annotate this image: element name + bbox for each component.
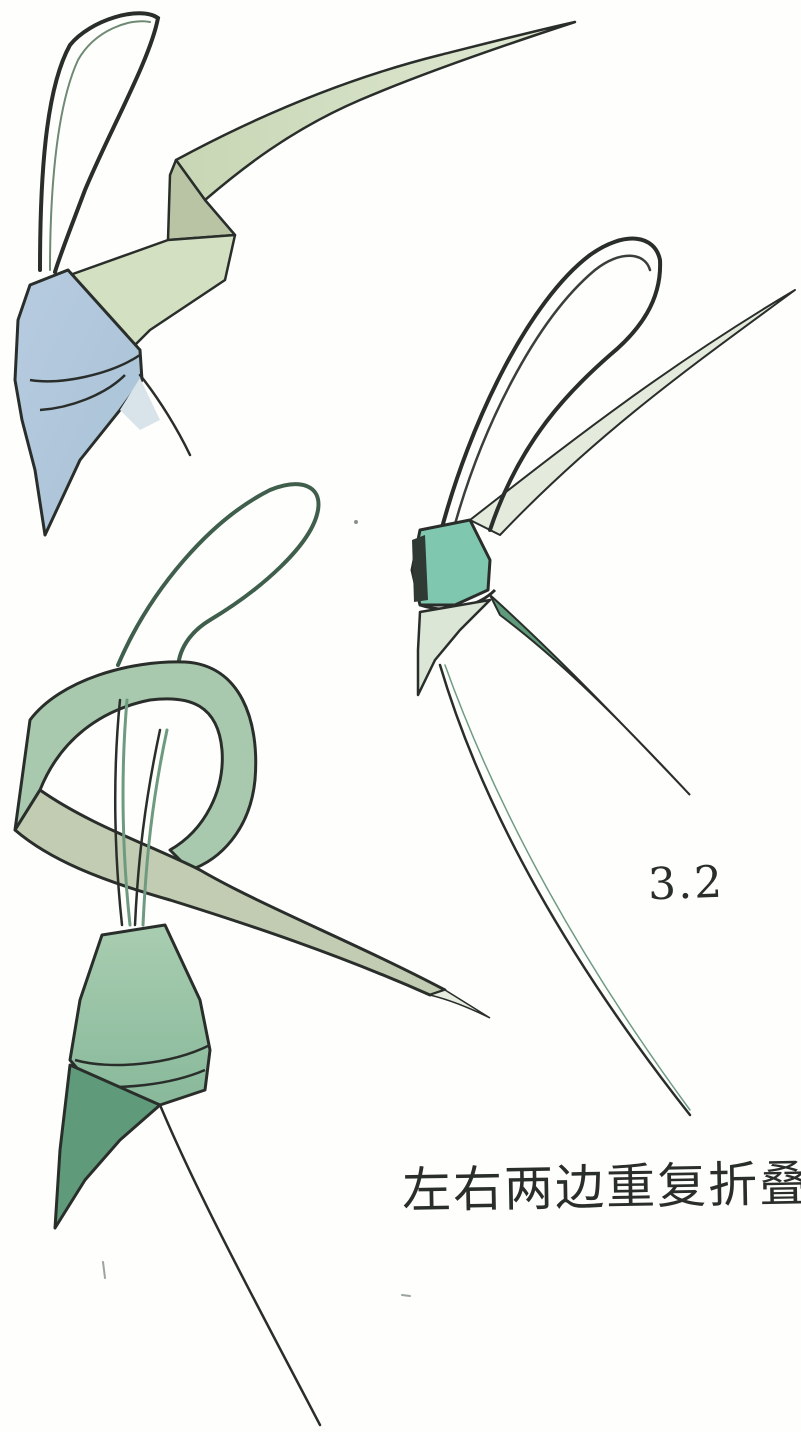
stem-loop bbox=[118, 484, 318, 670]
stem-loop-inner bbox=[452, 256, 650, 535]
leaf-strip-long bbox=[176, 22, 575, 200]
step-number-label: 3.2 bbox=[647, 857, 725, 911]
stray-mark bbox=[402, 1295, 410, 1296]
figure-step-top-left bbox=[15, 13, 575, 535]
leaf-tail-wing bbox=[490, 595, 690, 795]
stem-left bbox=[115, 700, 122, 925]
stray-mark bbox=[103, 1262, 105, 1278]
leaf-tail bbox=[160, 1105, 320, 1425]
stray-dot bbox=[354, 520, 358, 524]
caption-text: 左右两边重复折叠 bbox=[401, 1144, 801, 1222]
stem-loop bbox=[440, 239, 660, 535]
figure-step-right bbox=[412, 239, 795, 1115]
leaf-loop-tip bbox=[430, 990, 490, 1018]
stem-left-shade bbox=[123, 700, 130, 925]
leaf-strip-long bbox=[470, 290, 795, 535]
dumpling-cone bbox=[418, 600, 490, 695]
